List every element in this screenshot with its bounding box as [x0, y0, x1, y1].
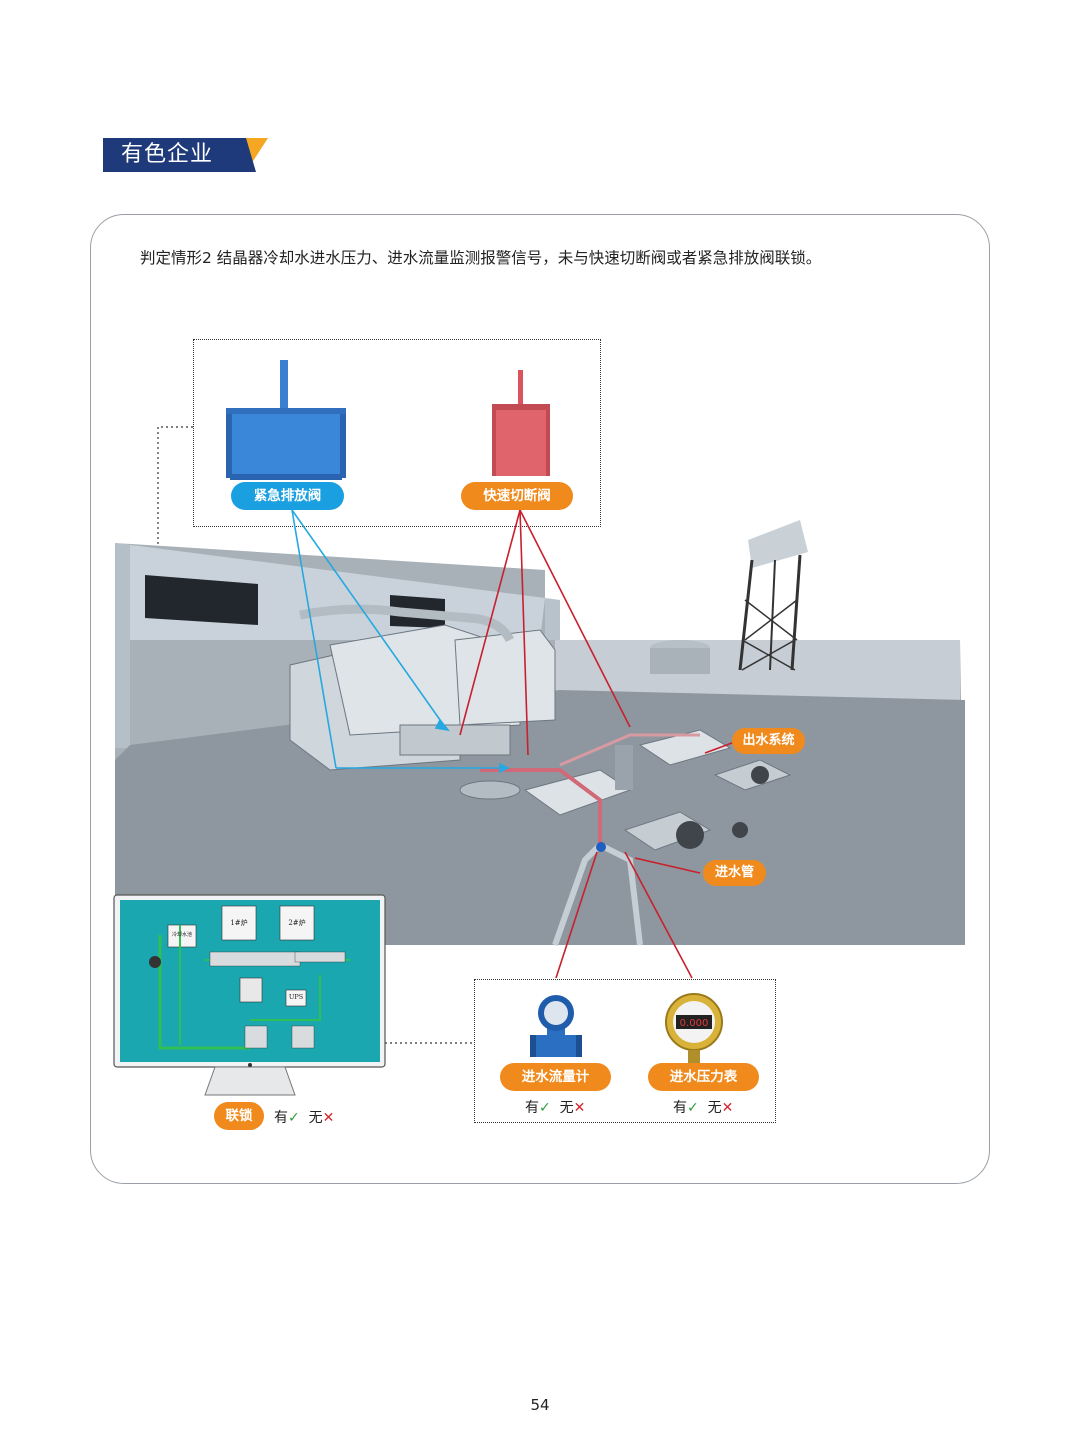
monitor-image	[113, 894, 386, 1096]
emergency-valve-label: 紧急排放阀	[231, 482, 344, 510]
section-title: 有色企业	[121, 142, 214, 167]
pressure-gauge-label: 进水压力表	[648, 1063, 759, 1091]
interlock-label: 联锁	[214, 1102, 264, 1130]
cross-icon: ✕	[573, 1100, 586, 1116]
yes-text: 有	[274, 1110, 288, 1126]
cooling-equipment	[523, 729, 792, 851]
inlet-pipe-label: 进水管	[703, 860, 766, 886]
no-text: 无	[707, 1100, 722, 1116]
emergency-valve-lines	[291, 509, 510, 774]
cross-icon: ✕	[721, 1100, 734, 1116]
interlock-status: 有✓ 无✕	[274, 1107, 334, 1127]
valves-box	[193, 339, 601, 527]
monitor-box2-label: 2#炉	[288, 919, 306, 927]
shutoff-valve-label: 快速切断阀	[461, 482, 573, 510]
flow-meter-status: 有✓ 无✕	[525, 1097, 585, 1117]
cross-icon: ✕	[322, 1110, 335, 1126]
check-icon: ✓	[288, 1110, 300, 1126]
instruments-box	[474, 979, 776, 1123]
check-icon: ✓	[687, 1100, 699, 1116]
monitor-ups-label: UPS	[288, 993, 304, 1001]
furnaces	[289, 604, 556, 800]
content-frame	[90, 214, 990, 1184]
shutoff-valve-lines	[459, 509, 741, 979]
section-tag: 有色企业	[103, 138, 268, 172]
pressure-gauge-image: 0.000	[665, 993, 723, 1064]
water-tower	[738, 520, 808, 671]
flow-meter-label: 进水流量计	[500, 1063, 611, 1091]
monitor-box1-label: 1#炉	[230, 919, 248, 927]
flow-meter-image	[530, 995, 582, 1057]
plant-scene	[115, 520, 965, 946]
pressure-gauge-status: 有✓ 无✕	[673, 1097, 733, 1117]
yes-text: 有	[525, 1100, 539, 1116]
emergency-valve-image	[226, 360, 346, 480]
gauge-reading: 0.000	[680, 1018, 709, 1029]
monitor-tank-label: 冷却水池	[171, 932, 192, 938]
yes-text: 有	[673, 1100, 687, 1116]
outlet-system-label: 出水系统	[732, 728, 805, 754]
check-icon: ✓	[539, 1100, 551, 1116]
shutoff-valve-image	[492, 370, 550, 476]
no-text: 无	[308, 1110, 323, 1126]
page-number: 54	[530, 1396, 550, 1414]
scenario-description: 判定情形2 结晶器冷却水进水压力、进水流量监测报警信号，未与快速切断阀或者紧急排…	[140, 249, 822, 267]
no-text: 无	[559, 1100, 574, 1116]
